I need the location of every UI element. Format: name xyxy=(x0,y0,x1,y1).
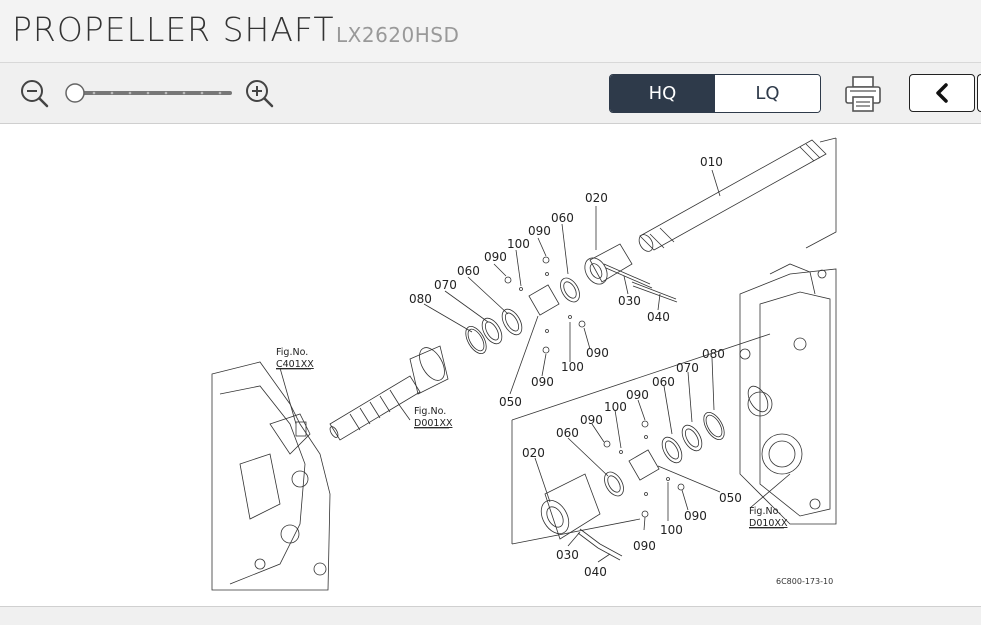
callout-040-upper[interactable]: 040 xyxy=(647,310,670,324)
callout-020-upper[interactable]: 020 xyxy=(585,191,608,205)
page-header: PROPELLER SHAFT LX2620HSD xyxy=(0,0,981,63)
callout-060-upper-left[interactable]: 060 xyxy=(457,264,480,278)
chevron-left-icon xyxy=(936,83,948,103)
callout-100-upper-bottom[interactable]: 100 xyxy=(561,360,584,374)
fig-ref-d001-label: Fig.No. xyxy=(414,406,446,417)
callout-100-lower-top[interactable]: 100 xyxy=(604,400,627,414)
fig-ref-d010-label: Fig.No. xyxy=(749,506,781,517)
model-number: LX2620HSD xyxy=(336,23,460,47)
quality-toggle: HQ LQ xyxy=(609,74,821,113)
lq-button[interactable]: LQ xyxy=(715,75,820,112)
callout-070-lower[interactable]: 070 xyxy=(676,361,699,375)
parts-diagram-viewer[interactable]: 010 020 060 090 100 090 060 070 080 030 … xyxy=(0,124,981,606)
callout-100-lower-bottom[interactable]: 100 xyxy=(660,523,683,537)
callout-080-upper[interactable]: 080 xyxy=(409,292,432,306)
zoom-slider-handle[interactable] xyxy=(65,83,85,103)
callout-100-upper-top[interactable]: 100 xyxy=(507,237,530,251)
hq-button[interactable]: HQ xyxy=(610,75,715,112)
callout-020-lower[interactable]: 020 xyxy=(522,446,545,460)
zoom-out-icon[interactable] xyxy=(18,77,50,109)
page-title: PROPELLER SHAFT xyxy=(12,10,335,49)
printer-icon[interactable] xyxy=(843,75,883,113)
callout-050-upper[interactable]: 050 xyxy=(499,395,522,409)
callout-080-lower[interactable]: 080 xyxy=(702,347,725,361)
callout-090-upper-top[interactable]: 090 xyxy=(528,224,551,238)
callout-060-upper-right[interactable]: 060 xyxy=(551,211,574,225)
callout-050-lower[interactable]: 050 xyxy=(719,491,742,505)
fig-ref-d001-link[interactable]: D001XX xyxy=(414,418,453,429)
fig-ref-d010-link[interactable]: D010XX xyxy=(749,518,788,529)
drawing-code: 6C800-173-10 xyxy=(776,577,833,586)
viewer-toolbar: HQ LQ xyxy=(0,63,981,124)
callout-090-lower-left[interactable]: 090 xyxy=(580,413,603,427)
callout-090-lower-bottom[interactable]: 090 xyxy=(633,539,656,553)
callout-090-lower-top[interactable]: 090 xyxy=(626,388,649,402)
callout-070-upper[interactable]: 070 xyxy=(434,278,457,292)
parts-diagram: 010 020 060 090 100 090 060 070 080 030 … xyxy=(211,137,837,591)
zoom-in-icon[interactable] xyxy=(243,77,275,109)
callout-090-upper-left[interactable]: 090 xyxy=(484,250,507,264)
page-footer xyxy=(0,606,981,625)
fig-ref-c401-label: Fig.No. xyxy=(276,347,308,358)
callout-060-lower-left[interactable]: 060 xyxy=(556,426,579,440)
previous-page-button[interactable] xyxy=(909,74,975,112)
fig-ref-c401-link[interactable]: C401XX xyxy=(276,359,314,370)
callout-030-lower[interactable]: 030 xyxy=(556,548,579,562)
callout-090-upper-right[interactable]: 090 xyxy=(586,346,609,360)
callout-040-lower[interactable]: 040 xyxy=(584,565,607,579)
callout-010[interactable]: 010 xyxy=(700,155,723,169)
callout-030-upper[interactable]: 030 xyxy=(618,294,641,308)
callout-090-lower-right[interactable]: 090 xyxy=(684,509,707,523)
next-page-button[interactable] xyxy=(977,74,981,112)
zoom-slider[interactable] xyxy=(64,81,234,105)
callout-090-upper-bottom[interactable]: 090 xyxy=(531,375,554,389)
callout-060-lower-right[interactable]: 060 xyxy=(652,375,675,389)
